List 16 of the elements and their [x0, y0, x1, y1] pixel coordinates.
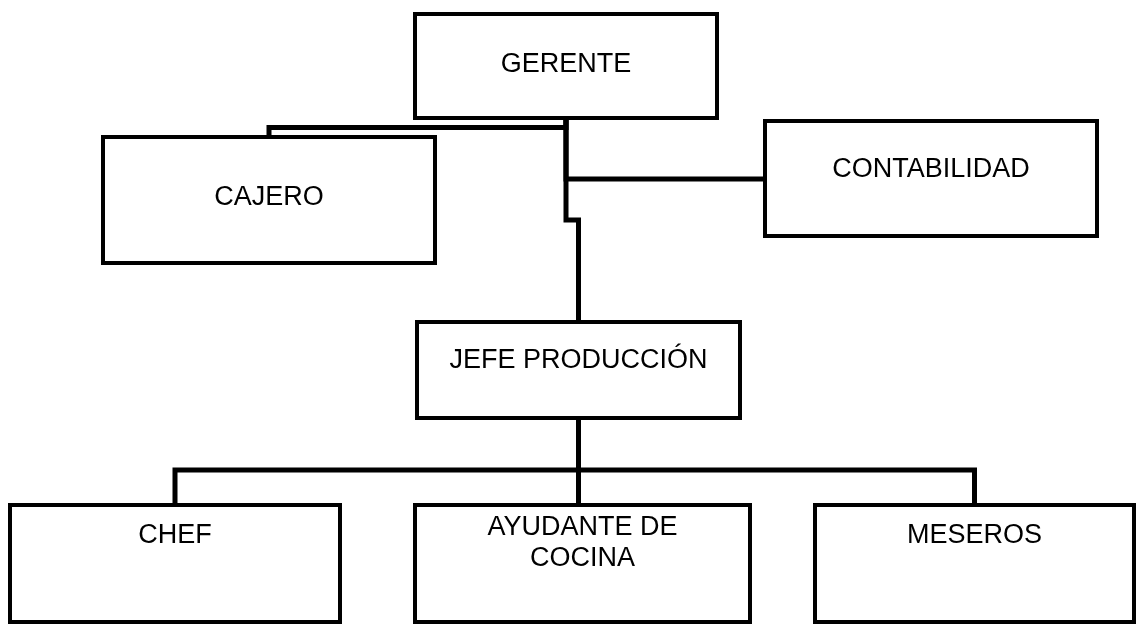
position-box — [763, 119, 1099, 238]
position-box — [415, 320, 742, 420]
position-title: CHEF — [138, 519, 212, 551]
position-title: AYUDANTE DE COCINA — [486, 511, 679, 574]
position-box — [813, 503, 1136, 624]
position-title: MESEROS — [907, 519, 1042, 551]
connector-line — [563, 120, 581, 320]
position-title: GERENTE — [500, 48, 632, 80]
position-box — [413, 503, 752, 624]
position-title: CAJERO — [214, 181, 324, 213]
position-box — [101, 135, 437, 265]
position-title: CONTABILIDAD — [832, 153, 1030, 185]
connector-line — [576, 420, 977, 503]
position-box — [8, 503, 342, 624]
position-box — [413, 12, 719, 120]
position-title: JEFE PRODUCCIÓN — [449, 344, 708, 376]
